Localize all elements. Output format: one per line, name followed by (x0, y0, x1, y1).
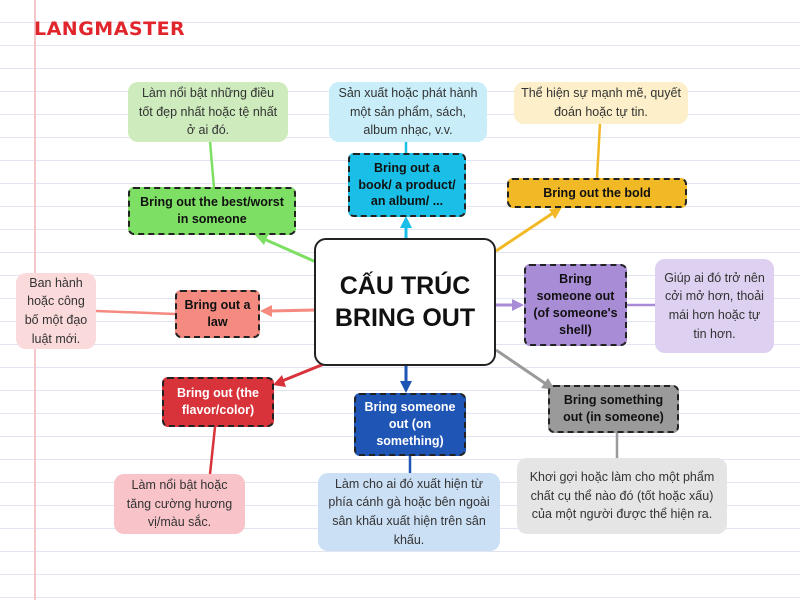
branch-book: Bring out a book/ a product/ an album/ .… (348, 153, 466, 217)
connector-flavor-desc (208, 426, 217, 475)
arrow-best-worst (255, 233, 317, 264)
arrow-something (495, 348, 555, 390)
central-topic: CẤU TRÚC BRING OUT (314, 238, 496, 366)
branch-bold: Bring out the bold (507, 178, 687, 208)
desc-bold: Thể hiện sự mạnh mẽ, quyết đoán hoặc tự … (514, 82, 688, 124)
desc-flavor: Làm nổi bật hoặc tăng cường hương vị/màu… (114, 474, 245, 534)
arrow-book (400, 216, 412, 240)
langmaster-logo: LANGMASTER (34, 18, 186, 40)
arrow-bold (495, 207, 562, 253)
desc-best-worst: Làm nổi bật những điều tốt đẹp nhất hoặc… (128, 82, 288, 142)
branch-best-worst: Bring out the best/worst in someone (128, 187, 296, 235)
arrow-on-something (400, 366, 412, 393)
central-topic-line2: BRING OUT (334, 304, 476, 332)
desc-shell: Giúp ai đó trở nên cởi mở hơn, thoải mái… (655, 259, 774, 353)
connector-best-worst-desc (208, 140, 216, 189)
arrow-flavor (273, 362, 325, 387)
central-topic-line1: CẤU TRÚC (339, 271, 471, 300)
connector-bold-desc (595, 123, 602, 179)
branch-on-something: Bring someone out (on something) (354, 393, 466, 456)
branch-shell: Bring someone out (of someone's shell) (524, 264, 627, 346)
desc-law: Ban hành hoặc công bố một đạo luật mới. (16, 273, 96, 349)
connector-law-desc (95, 309, 176, 316)
desc-book: Sản xuất hoặc phát hành một sản phẩm, sá… (329, 82, 487, 142)
desc-on-something: Làm cho ai đó xuất hiện từ phía cánh gà … (318, 473, 500, 551)
branch-flavor: Bring out (the flavor/color) (162, 377, 274, 427)
branch-something: Bring something out (in someone) (548, 385, 679, 433)
branch-law: Bring out a law (175, 290, 260, 338)
arrow-shell (496, 299, 524, 311)
desc-something: Khơi gợi hoặc làm cho một phẩm chất cụ t… (517, 458, 727, 534)
arrow-law (260, 305, 317, 317)
